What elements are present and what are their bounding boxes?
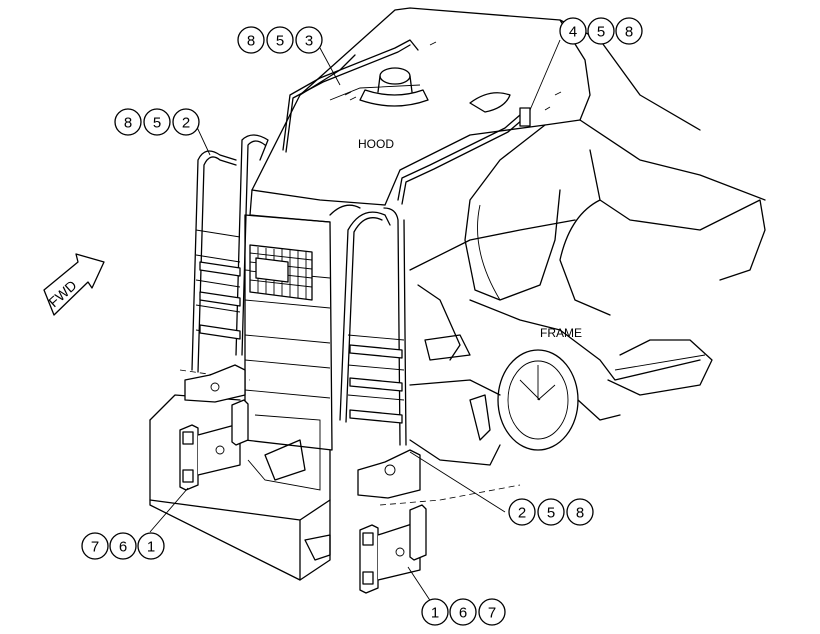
mount-plate-right — [359, 484, 521, 594]
callout-number: 2 — [518, 505, 526, 522]
callout-852: 8 5 2 — [114, 108, 200, 136]
callout-258: 2 5 8 — [508, 498, 594, 526]
callout-761: 7 6 1 — [81, 532, 165, 560]
callout-number: 5 — [597, 24, 605, 41]
callout-number: 7 — [488, 605, 496, 622]
callout-number: 7 — [91, 539, 99, 556]
callout-number: 4 — [569, 24, 577, 41]
callout-number: 1 — [147, 539, 155, 556]
engine-panel — [149, 214, 333, 581]
callout-number: 3 — [305, 33, 313, 50]
machine-hood — [249, 7, 766, 223]
callout-number: 8 — [576, 505, 584, 522]
forward-arrow-icon: FWD — [43, 253, 105, 316]
ladder-left — [184, 134, 269, 403]
callout-number: 5 — [153, 115, 161, 132]
leader-lines — [149, 39, 561, 609]
callout-number: 5 — [276, 33, 284, 50]
callout-number: 8 — [247, 33, 255, 50]
frame-label: FRAME — [540, 326, 582, 340]
callout-number: 2 — [182, 115, 190, 132]
ladder-right — [329, 204, 421, 499]
callout-167: 1 6 7 — [421, 598, 506, 626]
handrail-rear — [282, 39, 531, 205]
callout-number: 5 — [547, 505, 555, 522]
callout-number: 6 — [459, 605, 467, 622]
callout-853: 8 5 3 — [237, 26, 323, 54]
mount-plate-left — [179, 399, 249, 491]
callout-458: 4 5 8 — [559, 17, 643, 45]
callout-number: 1 — [431, 605, 439, 622]
hood-label: HOOD — [358, 137, 394, 151]
callout-number: 6 — [119, 539, 127, 556]
machine-frame — [409, 124, 766, 466]
callout-number: 8 — [625, 24, 633, 41]
callout-number: 8 — [124, 115, 132, 132]
